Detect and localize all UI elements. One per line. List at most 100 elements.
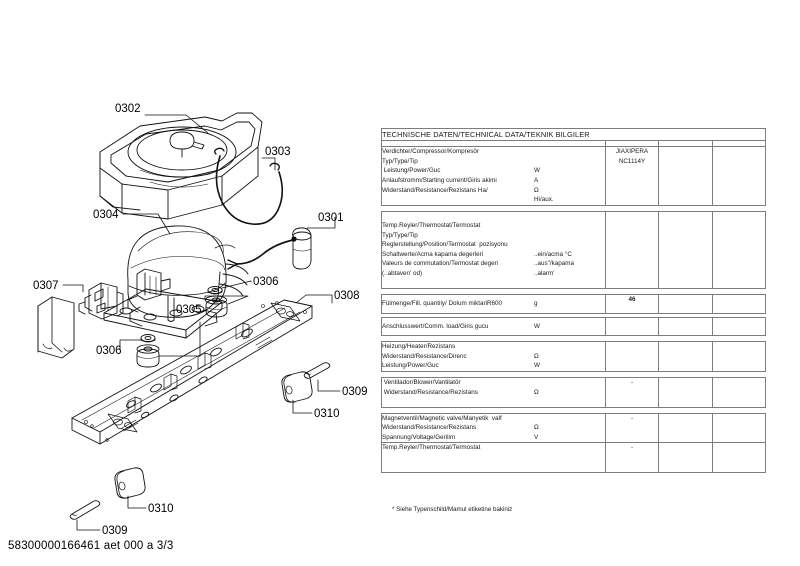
row-heater-value1 xyxy=(605,341,659,372)
part-0307-relay xyxy=(78,282,124,320)
line-text: Temp.Reyler/Thermostat/Termostat xyxy=(382,444,481,452)
part-0304-compressor xyxy=(103,225,249,339)
table-title: TECHNISCHE DATEN/TECHNICAL DATA/TEKNIK B… xyxy=(380,127,767,142)
line-unit: Ω xyxy=(534,352,539,360)
row-magnetic-valve-value3 xyxy=(711,412,767,444)
row-blower-value1: - xyxy=(605,376,659,408)
part-0301-capacitor xyxy=(227,227,312,270)
part-0302-base-tray xyxy=(99,112,263,220)
table-row-compressor: Verdichter/Compressor/Kompresör Typ/Type… xyxy=(381,146,767,206)
document-id-line: 58300000166461 aet 000 a 3/3 xyxy=(8,540,174,552)
row-compressor-value1: JIAXIPERA NC1114Y xyxy=(605,146,659,206)
row-heater-value2 xyxy=(658,341,713,372)
part-0308-mounting-rail xyxy=(71,299,313,445)
line-unit: Ω xyxy=(534,186,539,194)
technical-data-table: TECHNISCHE DATEN/TECHNICAL DATA/TEKNIK B… xyxy=(380,127,767,473)
line-unit: g xyxy=(534,300,538,308)
part-label-0306-upper: 0306 xyxy=(253,276,279,288)
part-0310-bushing-lower xyxy=(114,467,146,499)
line-text: Ventilador/Blower/Vantilatör xyxy=(382,378,461,386)
row-thermostat-2-description: Temp.Reyler/Thermostat/Termostat xyxy=(381,442,606,473)
part-0310-bushing-upper xyxy=(281,371,313,403)
part-0305-grommet-lower xyxy=(136,344,160,368)
row-thermostat-description: Temp.Reyler/Thermostat/Termostat Typ/Typ… xyxy=(381,210,606,290)
line-text: Typ/Type/Tip xyxy=(382,157,418,165)
row-thermostat-2-value1: - xyxy=(605,442,659,473)
line-text: Reglerstellung/Position/Termostat pozisy… xyxy=(382,241,508,249)
part-0303-hose-loop xyxy=(214,147,284,226)
part-0306-washer-lower xyxy=(140,334,156,343)
row-fill-quantity-value2 xyxy=(658,294,713,314)
line-text: Valeurs de commutation/Termostat degeri.… xyxy=(382,260,575,268)
table-gap-2 xyxy=(381,288,766,295)
line-unit: V xyxy=(534,433,539,441)
part-label-0305: 0305 xyxy=(176,304,202,316)
table-gap-6 xyxy=(381,407,766,414)
refrigerant-code: R600 xyxy=(487,300,503,308)
part-label-0308: 0308 xyxy=(334,290,360,302)
row-fill-quantity-value1: 46 xyxy=(605,294,659,314)
row-thermostat-2-value3 xyxy=(711,442,767,473)
line-text: Widerstand/Resistance/Rezistans Ha/Ω xyxy=(382,186,539,194)
row-thermostat-value2 xyxy=(658,210,713,290)
line-unit: W xyxy=(534,322,540,330)
part-0309-pin-upper xyxy=(303,362,331,379)
table-gap-5 xyxy=(381,371,766,378)
row-compressor-value2 xyxy=(658,146,713,206)
row-thermostat-value1 xyxy=(605,210,659,290)
row-thermostat-value3 xyxy=(711,210,767,290)
row-blower-value3 xyxy=(711,376,767,408)
line-text: Magnetventil/Magnetic valve/Manyetik val… xyxy=(382,414,502,422)
part-0309-pin-lower xyxy=(69,500,101,520)
part-label-0310-lower: 0310 xyxy=(148,503,174,515)
row-blower-description: Ventilador/Blower/Vantilatör Widerstand/… xyxy=(381,376,606,408)
table-row-thermostat-2: Temp.Reyler/Thermostat/Termostat - xyxy=(381,442,767,473)
row-magnetic-valve-description: Magnetventil/Magnetic valve/Manyetik val… xyxy=(381,412,606,444)
part-label-0301: 0301 xyxy=(318,212,344,224)
line-unit: Ω xyxy=(534,424,539,432)
exploded-parts-diagram: 0302 0303 0301 0304 0307 0306 0306 0305 … xyxy=(0,0,390,540)
table-gap-1 xyxy=(381,205,766,212)
part-label-0302: 0302 xyxy=(115,103,141,115)
row-magnetic-valve-value2 xyxy=(658,412,713,444)
line-unit: ..alarm' xyxy=(534,270,555,277)
row-magnetic-valve-value1: - xyxy=(605,412,659,444)
table-gap-4 xyxy=(381,335,766,342)
line-unit: A xyxy=(534,176,539,184)
part-label-0303: 0303 xyxy=(265,146,291,158)
row-connected-load-value1 xyxy=(605,316,659,337)
diagram-svg: 0302 0303 0301 0304 0307 0306 0306 0305 … xyxy=(33,103,368,537)
line-text: Heizung/Heater/Rezistans xyxy=(382,343,456,351)
row-connected-load-value2 xyxy=(658,316,713,337)
part-0306-washer-upper xyxy=(207,286,223,295)
line-unit: ..ein/acma °C xyxy=(534,250,572,258)
line-text: Anlaufstromm/Starting current/Giris akim… xyxy=(382,176,539,184)
line-unit: Hi/aux. xyxy=(534,196,554,204)
row-thermostat-2-value2 xyxy=(658,442,713,473)
row-heater-description: Heizung/Heater/Rezistans Widerstand/Resi… xyxy=(381,341,606,372)
line-unit: Ω xyxy=(534,388,539,396)
line-text: Schaltwerte/Acma kapama degerleri..ein/a… xyxy=(382,250,572,258)
part-relay-cover xyxy=(37,296,75,359)
table-row-heater: Heizung/Heater/Rezistans Widerstand/Resi… xyxy=(381,341,767,372)
part-label-0304: 0304 xyxy=(93,209,119,221)
row-compressor-value3 xyxy=(711,146,767,206)
line-unit: W xyxy=(534,362,540,370)
part-label-0310-upper: 0310 xyxy=(314,408,340,420)
row-blower-value2 xyxy=(658,376,713,408)
table-gap-3 xyxy=(381,313,766,318)
part-label-0309-upper: 0309 xyxy=(342,386,368,398)
line-text: Temp.Reyler/Thermostat/Termostat xyxy=(382,222,481,230)
